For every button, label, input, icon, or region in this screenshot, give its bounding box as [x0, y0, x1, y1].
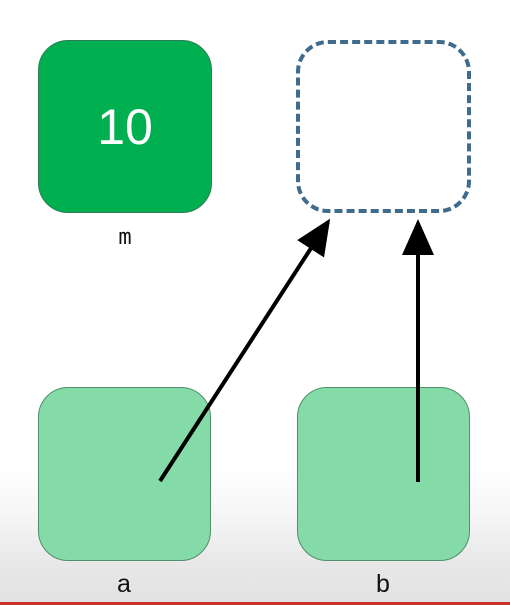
node-m-box: 10: [38, 40, 212, 213]
node-m-value: 10: [97, 98, 153, 155]
node-m-label: m: [118, 225, 132, 250]
node-a-box: [38, 387, 211, 561]
node-a-label: a: [117, 570, 131, 598]
node-b-box: [297, 387, 470, 561]
node-target-box: [296, 40, 471, 213]
node-b-label: b: [376, 570, 390, 598]
bottom-accent-line: [0, 602, 510, 605]
